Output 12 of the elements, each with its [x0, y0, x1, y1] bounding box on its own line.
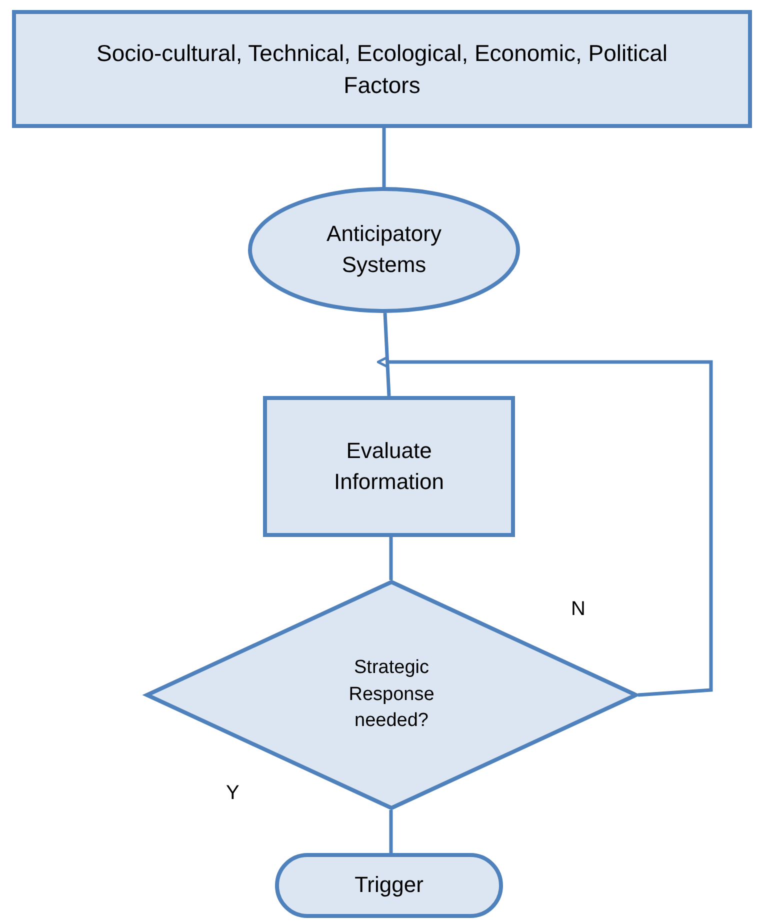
connector: [389, 810, 393, 853]
edge-label: N: [571, 598, 586, 621]
branch-label: Y: [226, 782, 240, 805]
node-text: Socio-cultural, Technical, Ecological, Economic, Political Factors: [95, 38, 668, 100]
node-text: Evaluate Information: [332, 436, 446, 496]
node-text: Anticipatory Systems: [326, 220, 442, 279]
connector: [376, 356, 713, 697]
node-text: Strategic Response needed?: [348, 656, 436, 734]
connector: [383, 312, 391, 396]
connector: [382, 128, 386, 187]
node-text: Trigger: [354, 871, 424, 900]
connector: [389, 537, 393, 580]
